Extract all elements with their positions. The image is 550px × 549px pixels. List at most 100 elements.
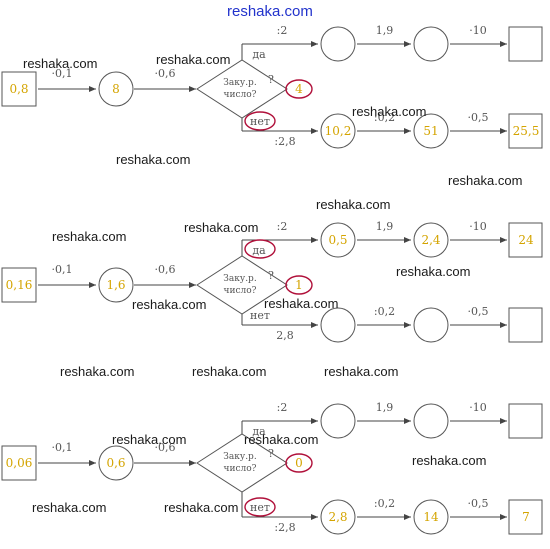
operation-label: ·0,5 — [468, 111, 489, 124]
flowchart-1: 0,8·0,18·0,6Заку.р.число??4да:2нет:2,81,… — [1, 24, 543, 149]
decision-diamond — [196, 59, 288, 119]
top-circle-node — [320, 403, 356, 439]
operation-label: ·0,6 — [155, 67, 176, 80]
operation-label: ·0,1 — [52, 263, 73, 276]
branch-highlight — [244, 497, 276, 517]
top-result-value: 24 — [518, 233, 534, 247]
decision-question: Заку.р. — [223, 274, 257, 284]
circle-node — [98, 267, 134, 303]
operation-label: :2 — [277, 24, 288, 37]
watermark: reshaka.com — [412, 453, 487, 468]
decision-diamond — [196, 255, 288, 315]
circle-node — [98, 445, 134, 481]
yes-label: да — [252, 244, 266, 257]
bottom-circle-node — [413, 499, 449, 535]
watermark: reshaka.com — [244, 432, 319, 447]
bottom-node-value: 51 — [423, 124, 438, 138]
question-mark: ? — [268, 73, 274, 86]
start-box — [1, 267, 37, 303]
operation-label: ·0,6 — [155, 441, 176, 454]
no-label: нет — [250, 309, 270, 322]
question-mark: ? — [268, 447, 274, 460]
operation-label: ·0,5 — [468, 497, 489, 510]
node-value: 0,6 — [106, 456, 125, 470]
top-circle-node — [413, 403, 449, 439]
bottom-circle-node — [320, 499, 356, 535]
question-mark: ? — [268, 269, 274, 282]
operation-label: ·10 — [469, 401, 487, 414]
decision-diamond — [196, 433, 288, 493]
watermark-top[interactable]: reshaka.com — [227, 3, 313, 20]
operation-label: ·0,1 — [52, 67, 73, 80]
answer-highlight — [285, 275, 313, 295]
top-node-value: 2,4 — [421, 233, 440, 247]
top-node-value: 0,5 — [328, 233, 347, 247]
decision-question: число? — [224, 90, 257, 100]
branch-highlight — [244, 239, 276, 259]
watermark: reshaka.com — [264, 296, 339, 311]
operation-label: :2 — [277, 220, 288, 233]
operation-label: :2,8 — [274, 521, 295, 534]
watermark: reshaka.com — [156, 52, 231, 67]
operation-label: :0,2 — [374, 305, 395, 318]
circle-node — [98, 71, 134, 107]
watermark: reshaka.com — [164, 500, 239, 515]
watermark: reshaka.com — [132, 297, 207, 312]
watermark: reshaka.com — [112, 432, 187, 447]
top-circle-node — [320, 222, 356, 258]
no-label: нет — [250, 501, 270, 514]
top-circle-node — [320, 26, 356, 62]
bottom-circle-node — [413, 113, 449, 149]
answer-value: 0 — [295, 456, 303, 470]
operation-label: 1,9 — [376, 220, 394, 233]
bottom-result-box — [508, 499, 543, 535]
operation-label: :0,2 — [374, 497, 395, 510]
top-circle-node — [413, 26, 449, 62]
top-result-box — [508, 403, 543, 439]
watermark: reshaka.com — [396, 264, 471, 279]
node-value: 8 — [112, 82, 120, 96]
watermark: reshaka.com — [192, 364, 267, 379]
bottom-result-box — [508, 307, 543, 343]
decision-question: число? — [224, 464, 257, 474]
answer-value: 4 — [295, 82, 303, 96]
top-circle-node — [413, 222, 449, 258]
operation-label: ·0,1 — [52, 441, 73, 454]
watermark: reshaka.com — [52, 229, 127, 244]
bottom-result-value: 25,5 — [513, 124, 540, 138]
watermark: reshaka.com — [324, 364, 399, 379]
operation-label: 1,9 — [376, 401, 394, 414]
bottom-result-value: 7 — [522, 510, 530, 524]
start-value: 0,16 — [6, 278, 33, 292]
watermark: reshaka.com — [184, 220, 259, 235]
bottom-node-value: 14 — [423, 510, 439, 524]
bottom-node-value: 10,2 — [325, 124, 352, 138]
watermark: reshaka.com — [32, 500, 107, 515]
answer-value: 1 — [295, 278, 303, 292]
watermark: reshaka.com — [448, 173, 523, 188]
start-box — [1, 445, 37, 481]
decision-question: число? — [224, 286, 257, 296]
operation-label: :0,2 — [374, 111, 395, 124]
watermark: reshaka.com — [23, 56, 98, 71]
operation-label: ·10 — [469, 24, 487, 37]
operation-label: ·0,6 — [155, 263, 176, 276]
operation-label: :2 — [277, 401, 288, 414]
answer-highlight — [285, 79, 313, 99]
node-value: 1,6 — [106, 278, 125, 292]
operation-label: ·10 — [469, 220, 487, 233]
yes-label: да — [252, 48, 266, 61]
watermark: reshaka.com — [352, 104, 427, 119]
no-label: нет — [250, 115, 270, 128]
operation-label: :2,8 — [274, 135, 295, 148]
operation-label: ·0,5 — [468, 305, 489, 318]
operation-label: 1,9 — [376, 24, 394, 37]
bottom-circle-node — [413, 307, 449, 343]
bottom-node-value: 2,8 — [328, 510, 347, 524]
operation-label: 2,8 — [276, 329, 294, 342]
branch-highlight — [244, 111, 276, 131]
bottom-circle-node — [320, 113, 356, 149]
